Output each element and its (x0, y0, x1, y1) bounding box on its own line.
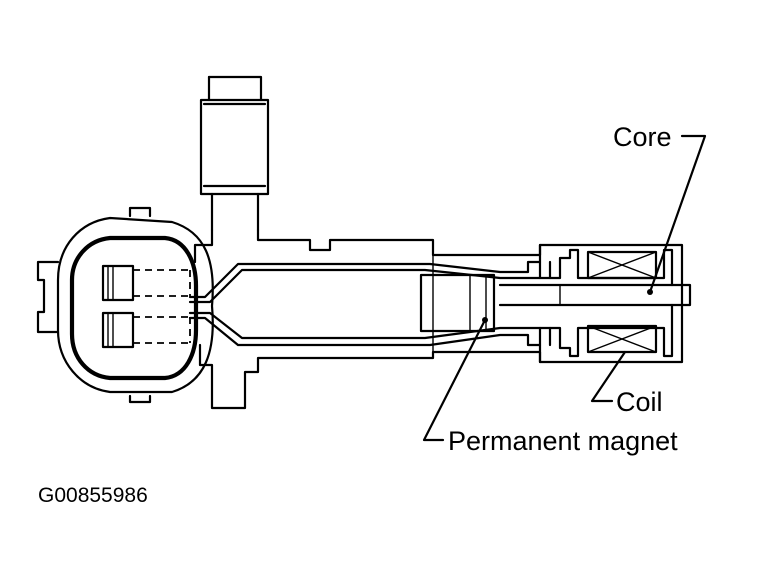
figure-id: G00855986 (38, 484, 148, 507)
electrical-connector (36, 206, 214, 404)
vertical-pipe (199, 75, 270, 232)
label-core: Core (613, 122, 672, 152)
leader-coil (590, 350, 627, 403)
inner-bore (188, 260, 542, 347)
sensor-body (193, 228, 684, 410)
leader-magnet (422, 317, 488, 442)
label-permanent-magnet: Permanent magnet (448, 426, 678, 456)
coil-bobbin-upper (538, 243, 674, 287)
label-coil: Coil (616, 387, 663, 417)
coil-bobbin-lower (538, 303, 674, 364)
leader-core (647, 134, 707, 295)
core-rod (498, 283, 692, 307)
